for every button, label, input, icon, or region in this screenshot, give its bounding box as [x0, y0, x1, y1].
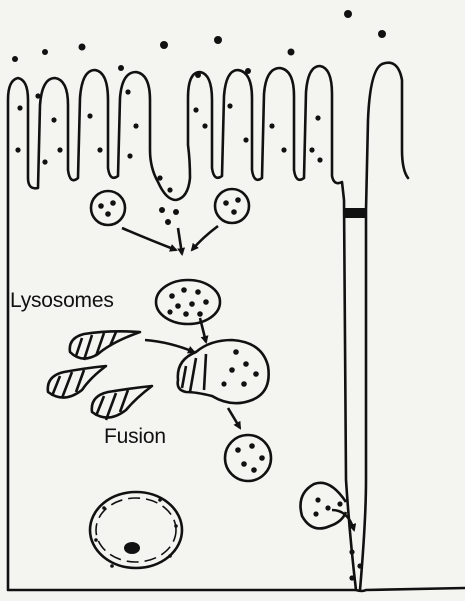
phagolysosome: [178, 340, 269, 403]
extracellular-particles: [12, 10, 386, 78]
microvilli-particles: [15, 89, 322, 192]
lysosome-1: [70, 331, 140, 360]
arrow-bud-to-endosome: [178, 228, 182, 254]
endocytic-vesicle-right: [215, 189, 249, 223]
arrow-lysosome-to-fusion: [145, 340, 194, 352]
lysosome-3: [92, 386, 152, 420]
residual-body: [225, 435, 271, 481]
nucleus: [90, 492, 182, 568]
lysosomes: [48, 331, 152, 420]
basal-membrane: [356, 588, 465, 591]
cell-membrane-outline: [8, 66, 356, 590]
endosome: [156, 280, 220, 324]
arrow-left-to-endosome: [122, 228, 176, 250]
endocytic-vesicle-left: [91, 191, 125, 225]
arrow-right-to-endosome: [192, 226, 218, 250]
budding-vesicle-particles: [159, 207, 179, 225]
neighbor-cell-membrane: [360, 63, 408, 590]
lysosome-2: [48, 366, 106, 398]
endocytic-vesicles: [91, 189, 249, 225]
nucleolus: [124, 542, 140, 554]
tight-junction: [344, 208, 366, 218]
arrow-large-to-small: [228, 408, 240, 428]
lysosomes-label: Lysosomes: [10, 289, 114, 313]
fusion-label: Fusion: [104, 425, 166, 449]
